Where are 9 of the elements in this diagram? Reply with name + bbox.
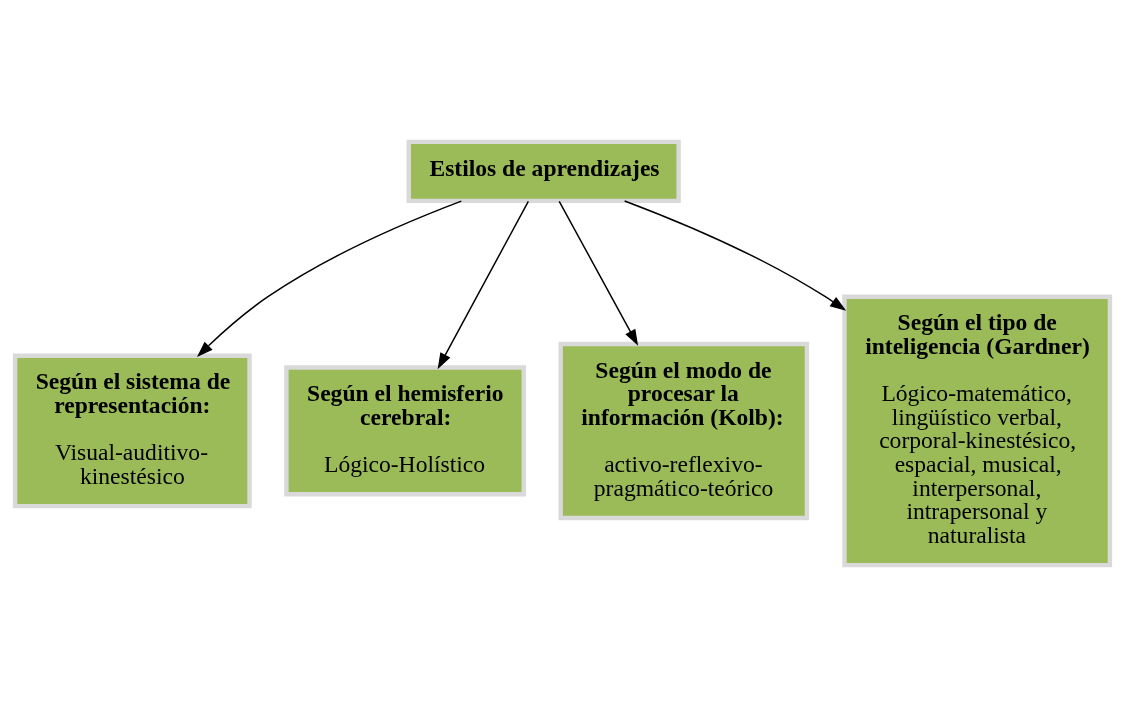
arrow: [437, 200, 530, 369]
arrow: [623, 199, 847, 311]
node-box: Según el tipo de inteligencia (Gardner) Lógico-matemático, lingüístico verbal, corporal-kinestésico, espacial, musical, interpersonal, intrapersonal y naturalista: [842, 294, 1113, 567]
arrow: [196, 199, 463, 357]
node-box: Según el hemisferio cerebral: Lógico-Holístico: [284, 364, 526, 497]
node-box: Estilos de aprendizajes: [406, 139, 681, 203]
arrow: [558, 200, 639, 346]
node-box: Según el modo de procesar la información (Kolb): activo-reflexivo-pragmático-teórico: [558, 341, 810, 520]
node-box: Según el sistema de representación: Visual-auditivo-kinestésico: [12, 353, 252, 508]
